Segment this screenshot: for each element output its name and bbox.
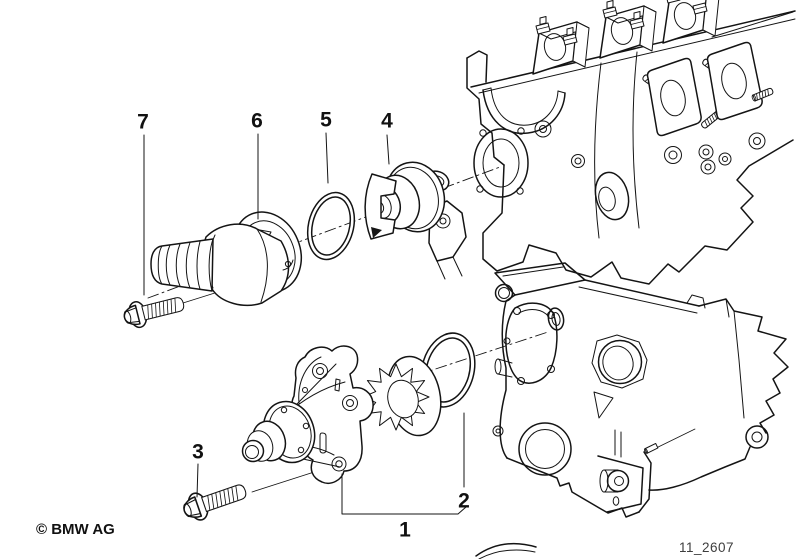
leader-lines [143, 132, 467, 515]
exhaust-flange-1 [641, 57, 702, 137]
copyright-notice: © BMW AG [36, 521, 115, 538]
callout-7[interactable]: 7 [137, 110, 149, 134]
water-pump-part-1 [241, 345, 442, 484]
callout-6[interactable]: 6 [251, 109, 263, 133]
part-1-bracket [341, 473, 467, 515]
callout-5[interactable]: 5 [320, 108, 332, 132]
timing-case-drawing [475, 262, 789, 559]
rocker-tower-3 [662, 0, 720, 44]
exhaust-flange-2 [699, 41, 775, 130]
head-thermostat-flange [473, 127, 529, 198]
callout-4[interactable]: 4 [381, 109, 393, 133]
bolt-part-7 [120, 289, 188, 332]
callout-2[interactable]: 2 [458, 489, 470, 513]
rocker-tower-2 [599, 0, 657, 59]
callout-3[interactable]: 3 [192, 440, 204, 464]
drawing-number: 11_2607 [679, 540, 735, 555]
rocker-tower-1 [532, 16, 590, 75]
callout-1[interactable]: 1 [399, 518, 411, 542]
bolt-part-3 [179, 476, 251, 526]
pump-mounting-opening [494, 302, 558, 385]
gasket-ring-part-5 [306, 191, 356, 261]
cylinder-head-drawing [428, 0, 796, 285]
thermostat-housing-part-6 [150, 211, 302, 307]
thermostat-part-4 [364, 161, 450, 240]
